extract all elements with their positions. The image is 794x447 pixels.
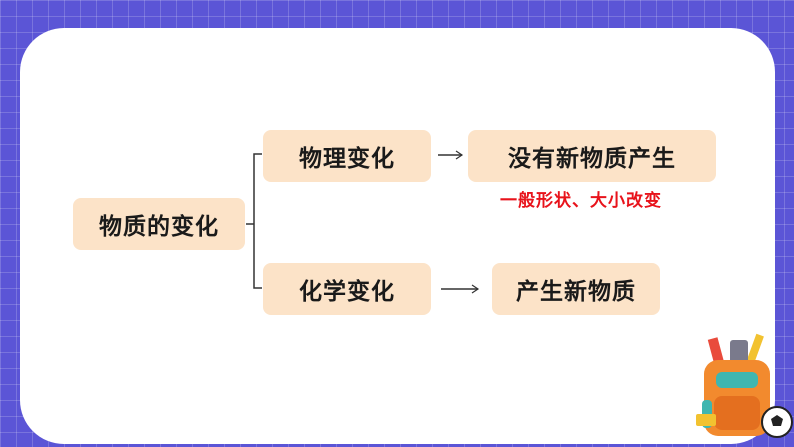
physical-change-node: 物理变化: [263, 130, 431, 182]
chemical-change-node: 化学变化: [263, 263, 431, 315]
soccer-ball-icon: [761, 406, 793, 438]
school-backpack-icon: [696, 333, 770, 436]
new-substance-node: 产生新物质: [492, 263, 660, 315]
physical-change-note: 一般形状、大小改变: [500, 191, 662, 211]
root-node: 物质的变化: [73, 198, 245, 250]
no-new-substance-node: 没有新物质产生: [468, 130, 716, 182]
